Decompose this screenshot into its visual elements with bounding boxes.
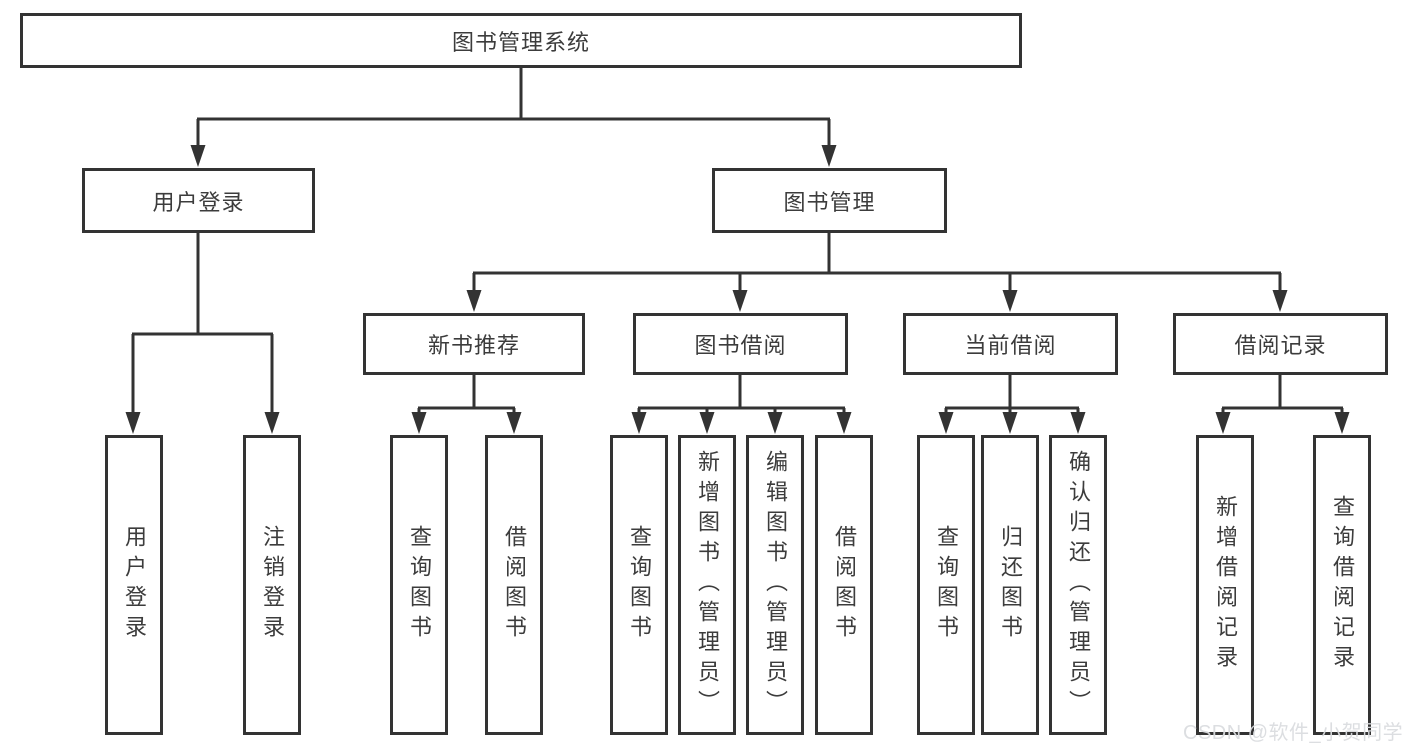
node-rec-borrow-books: 借阅图书 (485, 435, 543, 735)
node-current-borrowing: 当前借阅 (903, 313, 1118, 375)
node-current-query-books: 查询图书 (917, 435, 975, 735)
node-records-add-borrow-record: 新增借阅记录 (1196, 435, 1254, 735)
node-borrow-query-books: 查询图书 (610, 435, 668, 735)
node-label: 编辑图书（管理员） (763, 450, 788, 720)
node-current-return-books: 归还图书 (981, 435, 1039, 735)
node-label: 查询图书 (407, 525, 432, 645)
csdn-watermark: CSDN @软件_小贺同学 (1183, 722, 1404, 744)
node-label: 查询借阅记录 (1330, 495, 1355, 675)
node-label: 图书管理系统 (451, 29, 590, 55)
node-label: 新增图书（管理员） (695, 450, 720, 720)
node-label: 图书借阅 (694, 333, 787, 358)
node-borrowing-records: 借阅记录 (1173, 313, 1388, 375)
node-label: 用户登录 (122, 525, 147, 645)
node-book-management: 图书管理 (712, 168, 947, 233)
node-borrow-edit-books-admin: 编辑图书（管理员） (746, 435, 804, 735)
node-label: 借阅图书 (502, 525, 527, 645)
node-rec-query-books: 查询图书 (390, 435, 448, 735)
node-leaf-logout: 注销登录 (243, 435, 301, 735)
node-user-login: 用户登录 (82, 168, 315, 233)
node-label: 查询图书 (934, 525, 959, 645)
node-label: 新书推荐 (427, 333, 520, 358)
node-label: 用户登录 (152, 189, 245, 215)
node-label: 图书管理 (783, 189, 876, 215)
node-label: 借阅图书 (832, 525, 857, 645)
node-label: 新增借阅记录 (1213, 495, 1238, 675)
node-book-borrowing: 图书借阅 (633, 313, 848, 375)
node-label: 确认归还（管理员） (1066, 450, 1091, 720)
node-leaf-user-login: 用户登录 (105, 435, 163, 735)
node-current-confirm-return-admin: 确认归还（管理员） (1049, 435, 1107, 735)
node-label: 借阅记录 (1234, 333, 1327, 358)
node-borrow-add-books-admin: 新增图书（管理员） (678, 435, 736, 735)
node-label: 归还图书 (998, 525, 1023, 645)
node-label: 查询图书 (627, 525, 652, 645)
node-records-query-borrow-record: 查询借阅记录 (1313, 435, 1371, 735)
node-new-book-recommendation: 新书推荐 (363, 313, 585, 375)
node-label: 注销登录 (260, 525, 285, 645)
node-library-management-system: 图书管理系统 (20, 13, 1022, 68)
node-borrow-borrow-books: 借阅图书 (815, 435, 873, 735)
node-label: 当前借阅 (964, 333, 1057, 358)
